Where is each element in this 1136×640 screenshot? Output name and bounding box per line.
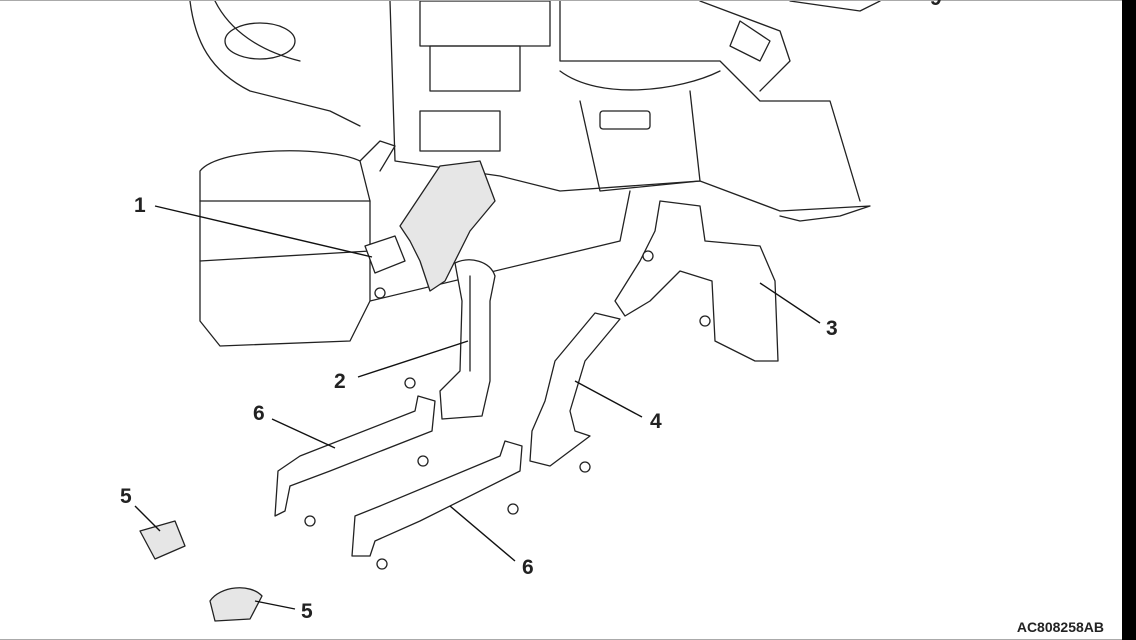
part-6-upper-duct — [274, 377, 436, 527]
callout-4: 4 — [650, 410, 662, 433]
callout-5-lower: 5 — [301, 600, 313, 623]
leader-lines — [134, 205, 821, 610]
callout-6-lower: 6 — [522, 556, 534, 579]
part-1-foot-duct — [364, 160, 496, 299]
part-6-lower-duct — [351, 440, 523, 570]
callout-2: 2 — [334, 370, 346, 393]
center-console — [199, 140, 631, 347]
part-2-rear-duct — [439, 259, 496, 420]
part-5-vents — [139, 520, 263, 622]
part-4-duct — [529, 312, 621, 473]
callout-5-upper: 5 — [120, 485, 132, 508]
figure-code: AC808258AB — [1016, 619, 1104, 635]
callout-9: 9 — [930, 0, 942, 9]
callout-3: 3 — [826, 317, 838, 340]
part-3-duct — [614, 200, 779, 362]
callout-1: 1 — [134, 194, 146, 217]
instrument-panel — [189, 1, 881, 222]
callout-6-upper: 6 — [253, 402, 265, 425]
